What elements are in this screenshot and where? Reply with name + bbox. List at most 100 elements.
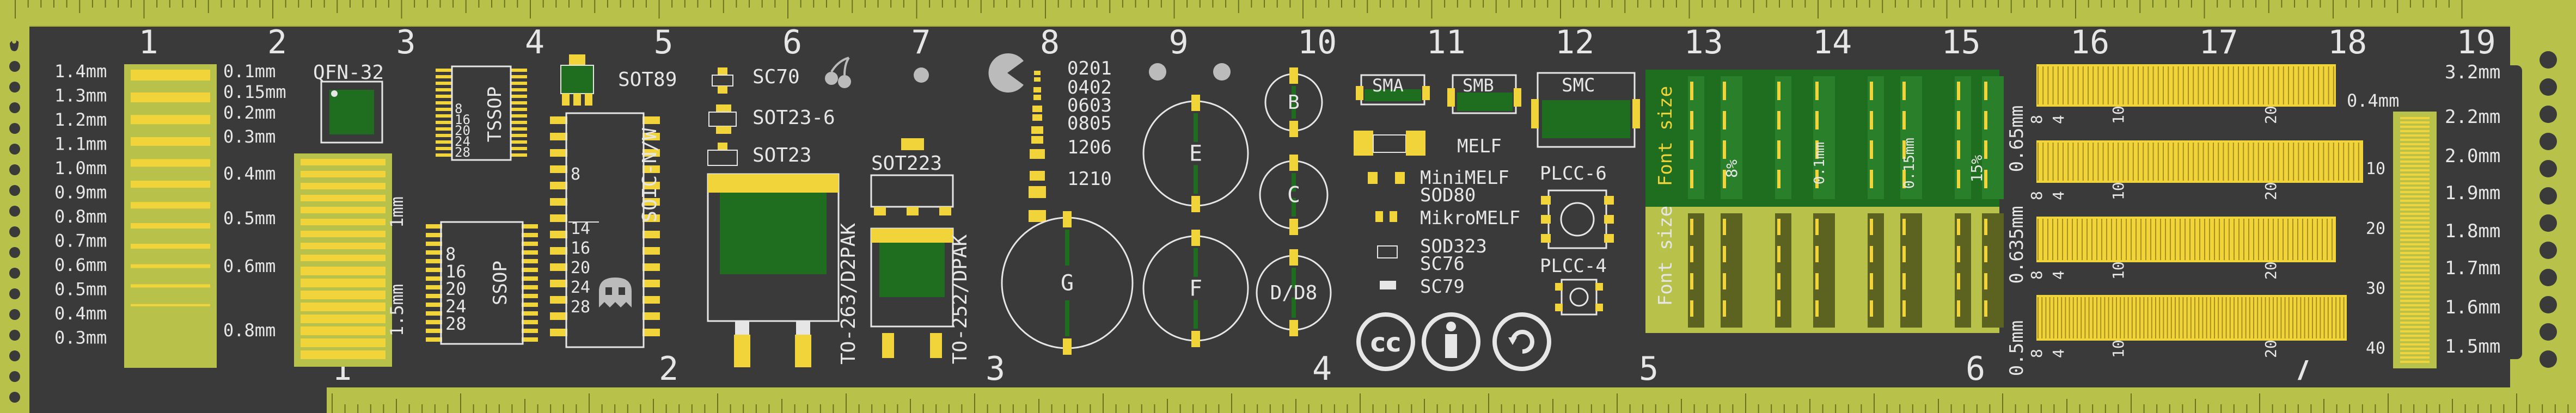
font-test-glyph-lower: [1902, 246, 1906, 262]
vertical-scale-line: [2400, 134, 2430, 137]
sc79-pad: [1380, 281, 1396, 289]
pin-pad: [436, 114, 452, 118]
sot23-pad-top: [718, 143, 727, 150]
pad-bar: [301, 183, 386, 189]
trace-bar: [131, 202, 210, 209]
comb-label-065: 0.65mm: [2006, 106, 2028, 172]
clearance-label: 0.4mm: [223, 163, 276, 184]
comb-scale-strip: [2036, 107, 2336, 126]
trace-bar: [131, 70, 210, 81]
sot89-label: SOT89: [618, 69, 677, 91]
tssop-pin-count: 8: [455, 101, 462, 116]
left-hole: [9, 350, 20, 361]
chip-pad-top: [1030, 149, 1045, 159]
bottom-ruler-ticks: [332, 393, 2569, 413]
left-hole: [9, 82, 20, 93]
vertical-scale-line: [2400, 239, 2430, 241]
smb-pad-left: [1447, 88, 1455, 107]
vertical-scale-line: [2400, 339, 2430, 341]
font-test-glyph-lower: [1870, 300, 1873, 317]
plcc4-pad-4: [1595, 304, 1603, 311]
vertical-scale-line: [2400, 226, 2430, 228]
soic-pin-count: 8: [571, 165, 580, 184]
vertical-scale-line: [2400, 330, 2430, 332]
tssop-pin-count: 28: [455, 145, 470, 160]
pin-pad: [426, 320, 442, 324]
ssop-pads: [426, 224, 538, 342]
clearance-label: 0.3mm: [223, 126, 276, 147]
to263-tab: [720, 193, 827, 274]
pad-bar: [301, 315, 386, 323]
pin-pad: [426, 268, 442, 272]
pin-pad: [426, 311, 442, 316]
pin-pad: [436, 140, 452, 144]
pin-pad: [643, 198, 660, 206]
font-test-glyph-lower: [1815, 219, 1819, 235]
clearance-label: 0.5mm: [223, 208, 276, 229]
sot223-label: SOT223: [871, 152, 942, 175]
font-test-glyph: [1870, 140, 1873, 159]
plcc6-pad-6: [1604, 234, 1614, 243]
cap-pad-bottom: [1191, 196, 1200, 212]
vertical-scale-line: [2400, 230, 2430, 232]
bottom-ruler-number: 5: [1639, 350, 1659, 388]
pad-bar: [301, 267, 386, 275]
comb-scale-strip: [2036, 262, 2336, 282]
font-test-glyph: [1777, 111, 1780, 130]
vertical-scale-number: 40: [2366, 339, 2385, 358]
top-ruler-number: 16: [2070, 23, 2109, 61]
pin-pad: [643, 231, 660, 238]
vertical-scale-line: [2400, 248, 2430, 250]
plcc-footprints: PLCC-6 PLCC-4: [1540, 163, 1614, 316]
trace-width-label: 1.4mm: [54, 61, 107, 82]
to263-label: TO-263/D2PAK: [837, 223, 860, 365]
pin-pad: [522, 329, 538, 333]
pin-pad: [522, 268, 538, 272]
left-hole: [9, 288, 20, 299]
trace-bar: [131, 159, 210, 167]
clearance-label: 0.2mm: [223, 102, 276, 123]
chip-size-label: 0201: [1067, 58, 1112, 79]
trace-bar: [131, 264, 210, 268]
pin-pad: [522, 276, 538, 281]
pad-bar: [301, 350, 386, 359]
pin-pad: [522, 242, 538, 246]
soic-pin-count: 24: [571, 278, 590, 297]
pin-pad: [643, 312, 660, 320]
chip-pad-bottom: [1032, 114, 1042, 121]
cap-pad-top: [1289, 155, 1298, 171]
vertical-scale-number: 20: [2366, 219, 2385, 238]
tssop-label: TSSOP: [484, 87, 506, 142]
cap-polarity-top: [1065, 230, 1069, 266]
pin-pad: [522, 294, 538, 298]
pin-pad: [522, 259, 538, 263]
pin-pad: [550, 280, 567, 287]
comb-label-05: 0.5mm: [2006, 320, 2028, 376]
chip-pad-top: [1034, 71, 1041, 75]
font-test-glyph: [1815, 111, 1819, 130]
vertical-scale-line: [2400, 300, 2430, 302]
left-hole: [9, 392, 20, 403]
font-test-columns: [1688, 76, 2004, 328]
vertical-scale-line: [2400, 169, 2430, 171]
svg-text:cc: cc: [1370, 328, 1402, 358]
vertical-scale-line: [2400, 117, 2430, 119]
chip-pad-bottom: [1033, 95, 1041, 100]
sot223-tab-pad: [901, 138, 924, 150]
font-test-glyph: [1723, 111, 1726, 130]
pin-pad: [522, 250, 538, 255]
plcc6-pad-3: [1541, 234, 1551, 243]
sot89-body: [560, 65, 594, 94]
sot223-pad-3: [939, 207, 951, 215]
to252-pad-2: [930, 333, 942, 358]
pin-pad: [550, 247, 567, 255]
minimelf-pad-left: [1368, 172, 1378, 184]
vertical-scale-line: [2400, 235, 2430, 237]
to252-label: TO-252/DPAK: [949, 234, 971, 364]
pin-pad: [522, 224, 538, 229]
vertical-scale-number: 10: [2366, 159, 2385, 178]
sot23-6-pad-bottom: [716, 126, 731, 134]
hole-pitch-label: 2.2mm: [2445, 106, 2500, 128]
